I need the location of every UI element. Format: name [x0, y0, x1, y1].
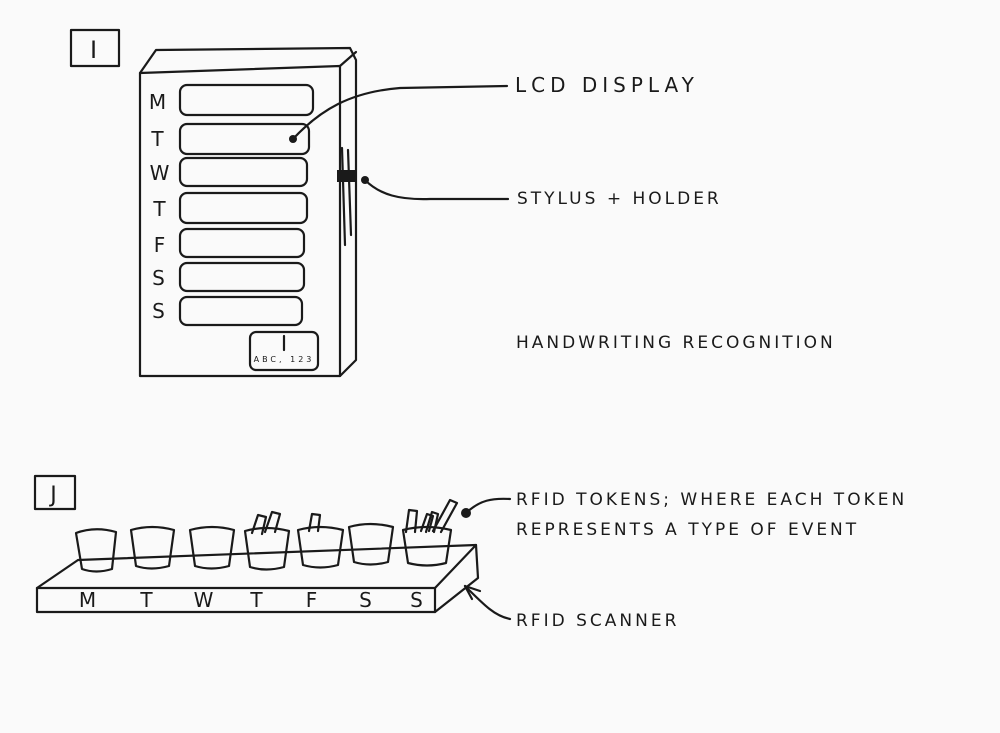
rfid-token [431, 498, 459, 534]
sketch-j: J M T W T [33, 474, 907, 631]
arrow-tokens [464, 497, 512, 515]
marker-box-i [69, 28, 121, 68]
lcd-row [178, 83, 315, 117]
annotation-rfid-scanner: RFID SCANNER [516, 611, 679, 631]
rfid-scanner-side [433, 543, 480, 614]
day-label: S [152, 299, 168, 323]
annotation-rfid-tokens-line1: RFID TOKENS; WHERE EACH TOKEN [516, 490, 907, 510]
calendar-device-body [138, 46, 358, 378]
token-cup [243, 526, 291, 571]
token-cup [129, 525, 176, 570]
token-cup [188, 525, 236, 570]
arrow-lcd [291, 84, 509, 141]
sketch-i: I M T W T F S S ABC, 123 [69, 28, 836, 378]
annotation-handwriting-recognition: HANDWRITING RECOGNITION [516, 333, 836, 353]
arrow-stylus [363, 178, 510, 201]
day-label: S [152, 266, 168, 290]
stylus-holder [337, 170, 357, 182]
day-labels-j: M T W T F S S [79, 588, 426, 612]
day-label: W [150, 161, 173, 185]
lcd-row [178, 156, 309, 188]
day-label: S [359, 588, 375, 612]
annotation-rfid-tokens-line2: REPRESENTS A TYPE OF EVENT [516, 520, 859, 540]
keypad-text: ABC, 123 [254, 355, 315, 364]
stylus [340, 146, 347, 247]
lcd-row [178, 261, 306, 293]
marker-j: J [48, 483, 60, 508]
day-label: T [139, 588, 155, 612]
day-label: M [149, 90, 169, 114]
stylus-shadow [346, 148, 353, 237]
annotation-stylus-holder: STYLUS + HOLDER [517, 189, 722, 209]
day-labels-i: M T W T F S S [149, 90, 173, 323]
marker-box-j [33, 474, 77, 511]
token-cup [401, 525, 453, 567]
annotation-lcd-display: LCD DISPLAY [515, 73, 699, 97]
rfid-scanner-top [35, 543, 478, 590]
token-cup [74, 528, 118, 573]
lcd-rows [178, 83, 315, 327]
lcd-row [178, 191, 309, 225]
day-label: T [249, 588, 265, 612]
marker-i: I [90, 36, 100, 64]
rfid-token [263, 510, 282, 534]
day-label: W [194, 588, 217, 612]
day-label: T [150, 127, 166, 151]
token-cup [347, 522, 395, 566]
handwriting-keypad [248, 330, 320, 372]
rfid-tokens [250, 498, 459, 536]
day-label: F [306, 588, 321, 612]
day-label: F [154, 233, 169, 257]
day-label: S [410, 588, 426, 612]
rfid-token [250, 513, 268, 536]
day-label: M [79, 588, 99, 612]
arrow-scanner [463, 584, 512, 621]
rfid-token [307, 512, 322, 533]
lcd-row [178, 295, 304, 327]
lcd-row [178, 227, 306, 259]
lcd-row [178, 122, 311, 156]
day-label: T [152, 197, 168, 221]
token-cup [296, 525, 345, 569]
rfid-token [424, 510, 440, 534]
calendar-device-top-edge [338, 50, 358, 68]
rfid-token [404, 508, 419, 534]
token-cups [74, 522, 453, 573]
